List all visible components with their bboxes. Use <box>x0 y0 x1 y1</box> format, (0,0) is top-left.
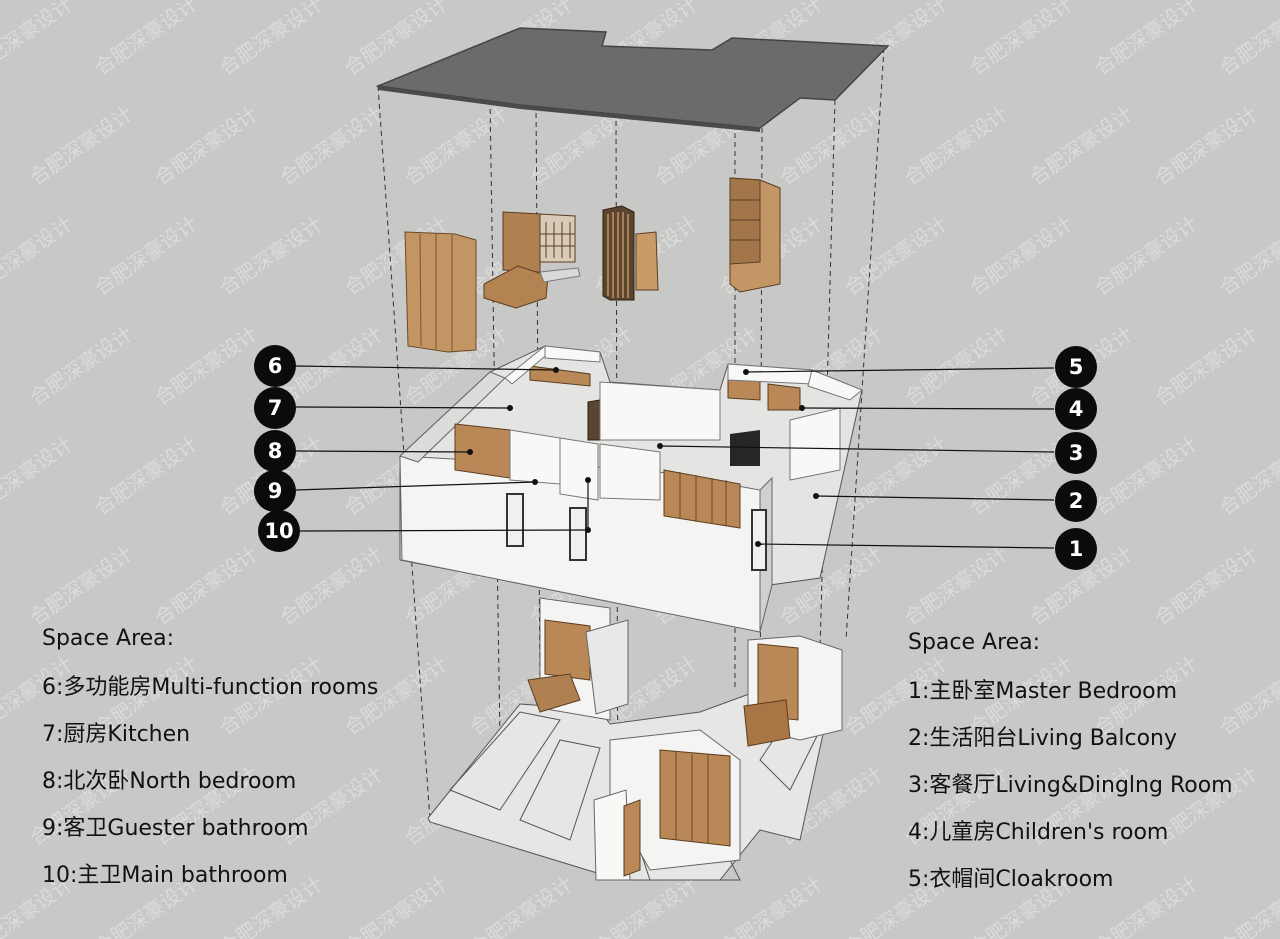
callout-4: 4 <box>1055 388 1097 430</box>
walls-block <box>399 345 863 633</box>
furniture-layer <box>404 177 781 353</box>
legend-right: Space Area: 1:主卧室Master Bedroom 2:生活阳台Li… <box>908 630 1233 908</box>
legend-item-5: 5:衣帽间Cloakroom <box>908 867 1114 892</box>
callout-6: 6 <box>254 345 296 387</box>
callout-5: 5 <box>1055 346 1097 388</box>
legend-left: Space Area: 6:多功能房Multi-function rooms 7… <box>42 626 378 904</box>
callout-9: 9 <box>254 470 296 512</box>
callout-3: 3 <box>1055 432 1097 474</box>
legend-item-9: 9:客卫Guester bathroom <box>42 816 309 841</box>
legend-item-3: 3:客餐厅Living&Dinglng Room <box>908 773 1233 798</box>
legend-left-heading: Space Area: <box>42 626 175 651</box>
legend-item-7: 7:厨房Kitchen <box>42 722 191 747</box>
callout-1: 1 <box>1055 528 1097 570</box>
callout-anchor-dots <box>467 367 819 547</box>
legend-item-1: 1:主卧室Master Bedroom <box>908 679 1178 704</box>
legend-item-2: 2:生活阳台Living Balcony <box>908 726 1178 751</box>
roof-slab <box>375 27 890 132</box>
legend-right-heading: Space Area: <box>908 630 1041 655</box>
floor-plan-layer <box>427 597 843 881</box>
legend-item-4: 4:儿童房Children's room <box>908 820 1169 845</box>
legend-item-6: 6:多功能房Multi-function rooms <box>42 675 379 700</box>
callout-2: 2 <box>1055 480 1097 522</box>
callout-leaders <box>295 365 1055 549</box>
callout-8: 8 <box>254 430 296 472</box>
legend-item-8: 8:北次卧North bedroom <box>42 769 297 794</box>
callout-7: 7 <box>254 387 296 429</box>
callout-10: 10 <box>258 510 300 552</box>
legend-item-10: 10:主卫Main bathroom <box>42 863 288 888</box>
